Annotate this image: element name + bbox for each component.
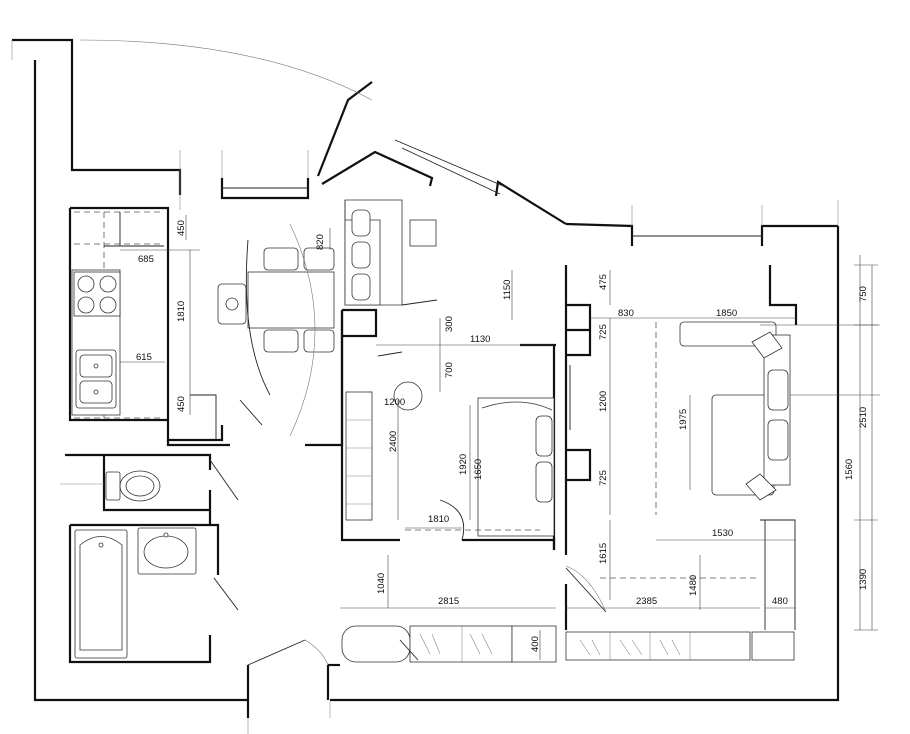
construction-lines (11, 40, 839, 734)
dim-right-2510: 2510 (858, 407, 869, 428)
dim-kitchen-450-bottom: 450 (176, 396, 187, 412)
kitchen: 450 820 685 1810 615 450 (68, 206, 344, 447)
wardrobe-bottom-center (341, 625, 557, 663)
dim-corridor-400: 400 (530, 636, 541, 652)
dim-corridor-2385: 2385 (636, 596, 657, 607)
kitchen-dimensions: 450 820 685 1810 615 450 (120, 215, 331, 415)
bathroom-sink-icon (137, 527, 197, 575)
stove-icon (73, 271, 121, 317)
dim-corridor-480: 480 (772, 596, 788, 607)
dim-room-830: 830 (618, 308, 634, 319)
wardrobe-bottom-right (565, 631, 795, 661)
toilet-room (65, 453, 239, 525)
bathtub-icon (74, 529, 128, 659)
dim-right-1390: 1390 (858, 569, 869, 590)
dim-kitchen-615: 615 (136, 352, 152, 363)
toilet-icon (105, 470, 161, 502)
dining-table-icon (217, 247, 335, 353)
dim-corridor-2815: 2815 (438, 596, 459, 607)
dim-hall-300: 300 (444, 316, 455, 332)
dim-room-1975: 1975 (678, 409, 689, 430)
central-room: 300 1130 1150 700 1200 2400 1920 1650 18… (340, 199, 556, 550)
right-room: 475 830 1850 725 1200 1975 725 1530 1615… (564, 265, 798, 661)
dim-hall-1810: 1810 (428, 514, 449, 525)
dim-kitchen-450-top: 450 (176, 220, 187, 236)
outer-walls (12, 38, 840, 718)
dim-corridor-1615: 1615 (598, 543, 609, 564)
dim-right-750: 750 (858, 286, 869, 302)
sofa-icon (344, 199, 403, 306)
dim-room-725-top: 725 (598, 324, 609, 340)
dim-room-475: 475 (598, 274, 609, 290)
sofa-right-icon (679, 321, 791, 501)
dim-hall-1200: 1200 (384, 397, 405, 408)
bathroom (68, 523, 239, 664)
dim-corridor-1040: 1040 (376, 573, 387, 594)
side-table (409, 219, 437, 247)
dim-hall-1150: 1150 (502, 280, 513, 300)
dim-hall-1130: 1130 (470, 334, 490, 345)
corridor: 1040 2815 400 (328, 555, 557, 667)
right-room-dimensions: 475 830 1850 725 1200 1975 725 1530 1615… (566, 270, 796, 610)
dim-hall-2400: 2400 (388, 431, 399, 452)
dim-room-725-bottom: 725 (598, 470, 609, 486)
dim-kitchen-820: 820 (315, 234, 326, 250)
dim-right-1560: 1560 (844, 459, 855, 480)
dim-kitchen-1810: 1810 (176, 301, 187, 322)
dim-room-1530: 1530 (712, 528, 733, 539)
dim-hall-1650: 1650 (473, 459, 484, 480)
entrance-door (246, 639, 330, 700)
dim-room-1200: 1200 (598, 391, 609, 412)
right-outer-dimensions: 750 2510 1560 1390 (760, 255, 880, 631)
kitchen-sink-icon (75, 349, 117, 409)
central-dimensions: 300 1130 1150 700 1200 2400 1920 1650 18… (376, 270, 554, 529)
dim-hall-1920: 1920 (458, 454, 469, 475)
lamp-icon (377, 351, 423, 411)
dim-kitchen-685: 685 (138, 254, 154, 265)
wardrobe-left (345, 391, 373, 521)
dim-hall-700: 700 (444, 362, 455, 378)
dim-room-1850: 1850 (716, 308, 737, 319)
bed-icon (477, 397, 555, 537)
dim-corridor-1480: 1480 (688, 575, 699, 596)
